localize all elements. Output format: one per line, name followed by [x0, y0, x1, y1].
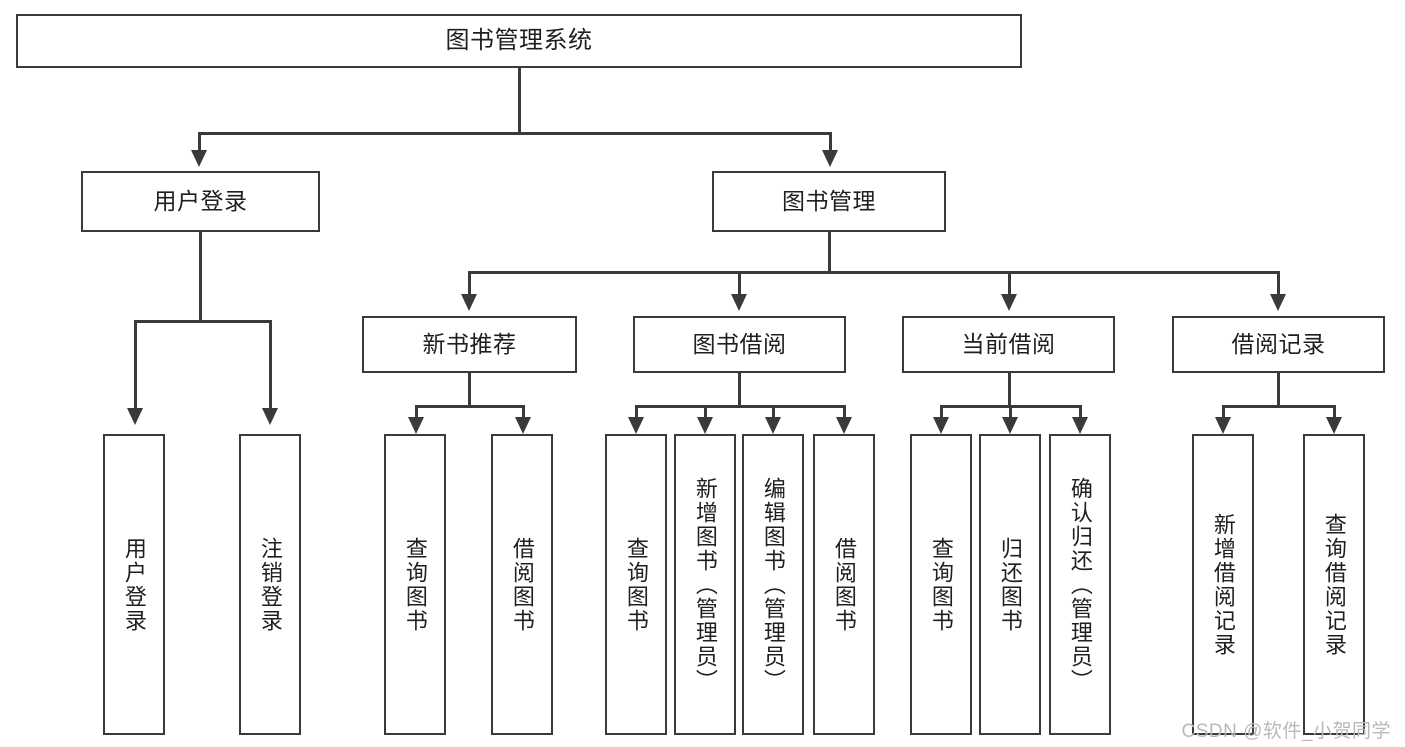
- leaf-book-borrow-add[interactable]: 新增图书（管理员）: [674, 434, 736, 735]
- leaf-user-login-logout[interactable]: 注销登录: [239, 434, 301, 735]
- leaf-user-login-login[interactable]: 用户登录: [103, 434, 165, 735]
- arrow-current-borrow-leaf-2: [1002, 417, 1018, 434]
- leaf-book-borrow-borrow[interactable]: 借阅图书: [813, 434, 875, 735]
- leaf-current-borrow-return[interactable]: 归还图书: [979, 434, 1041, 735]
- node-borrow-record[interactable]: 借阅记录: [1172, 316, 1385, 373]
- connector-borrow-record-drop-1: [1222, 405, 1225, 420]
- connector-root-to-user-login: [198, 132, 201, 152]
- arrow-book-mgmt-child-2: [731, 294, 747, 311]
- node-label: 图书管理: [782, 187, 876, 214]
- connector-book-mgmt-drop-2: [738, 271, 741, 296]
- arrow-root-to-user-login: [191, 150, 207, 167]
- arrow-user-login-leaf-2: [262, 408, 278, 425]
- arrow-book-mgmt-child-1: [461, 294, 477, 311]
- arrow-book-mgmt-child-4: [1270, 294, 1286, 311]
- connector-book-borrow-drop-1: [635, 405, 638, 420]
- leaf-new-book-borrow[interactable]: 借阅图书: [491, 434, 553, 735]
- node-label: 归还图书: [997, 536, 1023, 633]
- node-label: 编辑图书（管理员）: [760, 476, 786, 693]
- connector-user-login-drop-2: [269, 320, 272, 410]
- connector-current-borrow-drop-1: [940, 405, 943, 420]
- arrow-user-login-leaf-1: [127, 408, 143, 425]
- connector-book-borrow-stem: [738, 373, 741, 407]
- connector-root-to-book-mgmt: [829, 132, 832, 152]
- leaf-borrow-record-add[interactable]: 新增借阅记录: [1192, 434, 1254, 735]
- connector-user-login-bus: [134, 320, 272, 323]
- leaf-book-borrow-edit[interactable]: 编辑图书（管理员）: [742, 434, 804, 735]
- connector-borrow-record-drop-2: [1333, 405, 1336, 420]
- arrow-book-borrow-leaf-3: [765, 417, 781, 434]
- connector-book-mgmt-drop-4: [1277, 271, 1280, 296]
- node-label: 查询借阅记录: [1321, 512, 1347, 657]
- connector-book-borrow-drop-3: [772, 405, 775, 420]
- arrow-root-to-book-mgmt: [822, 150, 838, 167]
- node-book-borrow[interactable]: 图书借阅: [633, 316, 846, 373]
- node-user-login[interactable]: 用户登录: [81, 171, 320, 232]
- connector-book-mgmt-drop-1: [468, 271, 471, 296]
- node-label: 查询图书: [623, 536, 649, 633]
- node-root-system[interactable]: 图书管理系统: [16, 14, 1022, 68]
- connector-user-login-drop-1: [134, 320, 137, 410]
- node-label: 用户登录: [121, 536, 147, 633]
- connector-new-book-stem: [468, 373, 471, 407]
- connector-borrow-record-stem: [1277, 373, 1280, 407]
- connector-current-borrow-drop-2: [1009, 405, 1012, 420]
- node-label: 新增图书（管理员）: [692, 476, 718, 693]
- connector-current-borrow-stem: [1008, 373, 1011, 407]
- connector-book-mgmt-stem: [828, 232, 831, 274]
- leaf-current-borrow-query[interactable]: 查询图书: [910, 434, 972, 735]
- connector-current-borrow-drop-3: [1079, 405, 1082, 420]
- node-label: 新增借阅记录: [1210, 512, 1236, 657]
- node-new-book-recommend[interactable]: 新书推荐: [362, 316, 577, 373]
- node-label: 当前借阅: [961, 330, 1056, 357]
- arrow-book-borrow-leaf-1: [628, 417, 644, 434]
- node-label: 借阅图书: [509, 536, 535, 633]
- node-label: 确认归还（管理员）: [1067, 476, 1093, 693]
- arrow-borrow-record-leaf-1: [1215, 417, 1231, 434]
- arrow-book-borrow-leaf-2: [697, 417, 713, 434]
- node-label: 注销登录: [257, 536, 283, 633]
- arrow-book-borrow-leaf-4: [836, 417, 852, 434]
- node-label: 图书借阅: [692, 330, 787, 357]
- leaf-new-book-query[interactable]: 查询图书: [384, 434, 446, 735]
- connector-new-book-bus: [415, 405, 525, 408]
- arrow-new-book-leaf-2: [515, 417, 531, 434]
- node-label: 查询图书: [402, 536, 428, 633]
- connector-book-borrow-bus: [635, 405, 846, 408]
- node-label: 借阅图书: [831, 536, 857, 633]
- connector-root-bus: [198, 132, 832, 135]
- node-label: 用户登录: [153, 187, 248, 214]
- leaf-current-borrow-confirm-return[interactable]: 确认归还（管理员）: [1049, 434, 1111, 735]
- leaf-borrow-record-query[interactable]: 查询借阅记录: [1303, 434, 1365, 735]
- node-current-borrow[interactable]: 当前借阅: [902, 316, 1115, 373]
- arrow-current-borrow-leaf-3: [1072, 417, 1088, 434]
- node-label: 查询图书: [928, 536, 954, 633]
- connector-book-borrow-drop-4: [843, 405, 846, 420]
- connector-new-book-drop-1: [415, 405, 418, 420]
- watermark-text: CSDN @软件_小贺同学: [1181, 721, 1391, 742]
- connector-user-login-stem: [199, 232, 202, 322]
- node-label: 图书管理系统: [445, 26, 593, 54]
- arrow-new-book-leaf-1: [408, 417, 424, 434]
- connector-new-book-drop-2: [522, 405, 525, 420]
- connector-root-stem: [518, 68, 521, 134]
- connector-book-mgmt-drop-3: [1008, 271, 1011, 296]
- leaf-book-borrow-query[interactable]: 查询图书: [605, 434, 667, 735]
- connector-book-mgmt-bus: [468, 271, 1280, 274]
- connector-borrow-record-bus: [1222, 405, 1336, 408]
- node-label: 借阅记录: [1231, 330, 1326, 357]
- connector-book-borrow-drop-2: [704, 405, 707, 420]
- arrow-borrow-record-leaf-2: [1326, 417, 1342, 434]
- arrow-book-mgmt-child-3: [1001, 294, 1017, 311]
- node-label: 新书推荐: [422, 330, 517, 357]
- arrow-current-borrow-leaf-1: [933, 417, 949, 434]
- node-book-management[interactable]: 图书管理: [712, 171, 946, 232]
